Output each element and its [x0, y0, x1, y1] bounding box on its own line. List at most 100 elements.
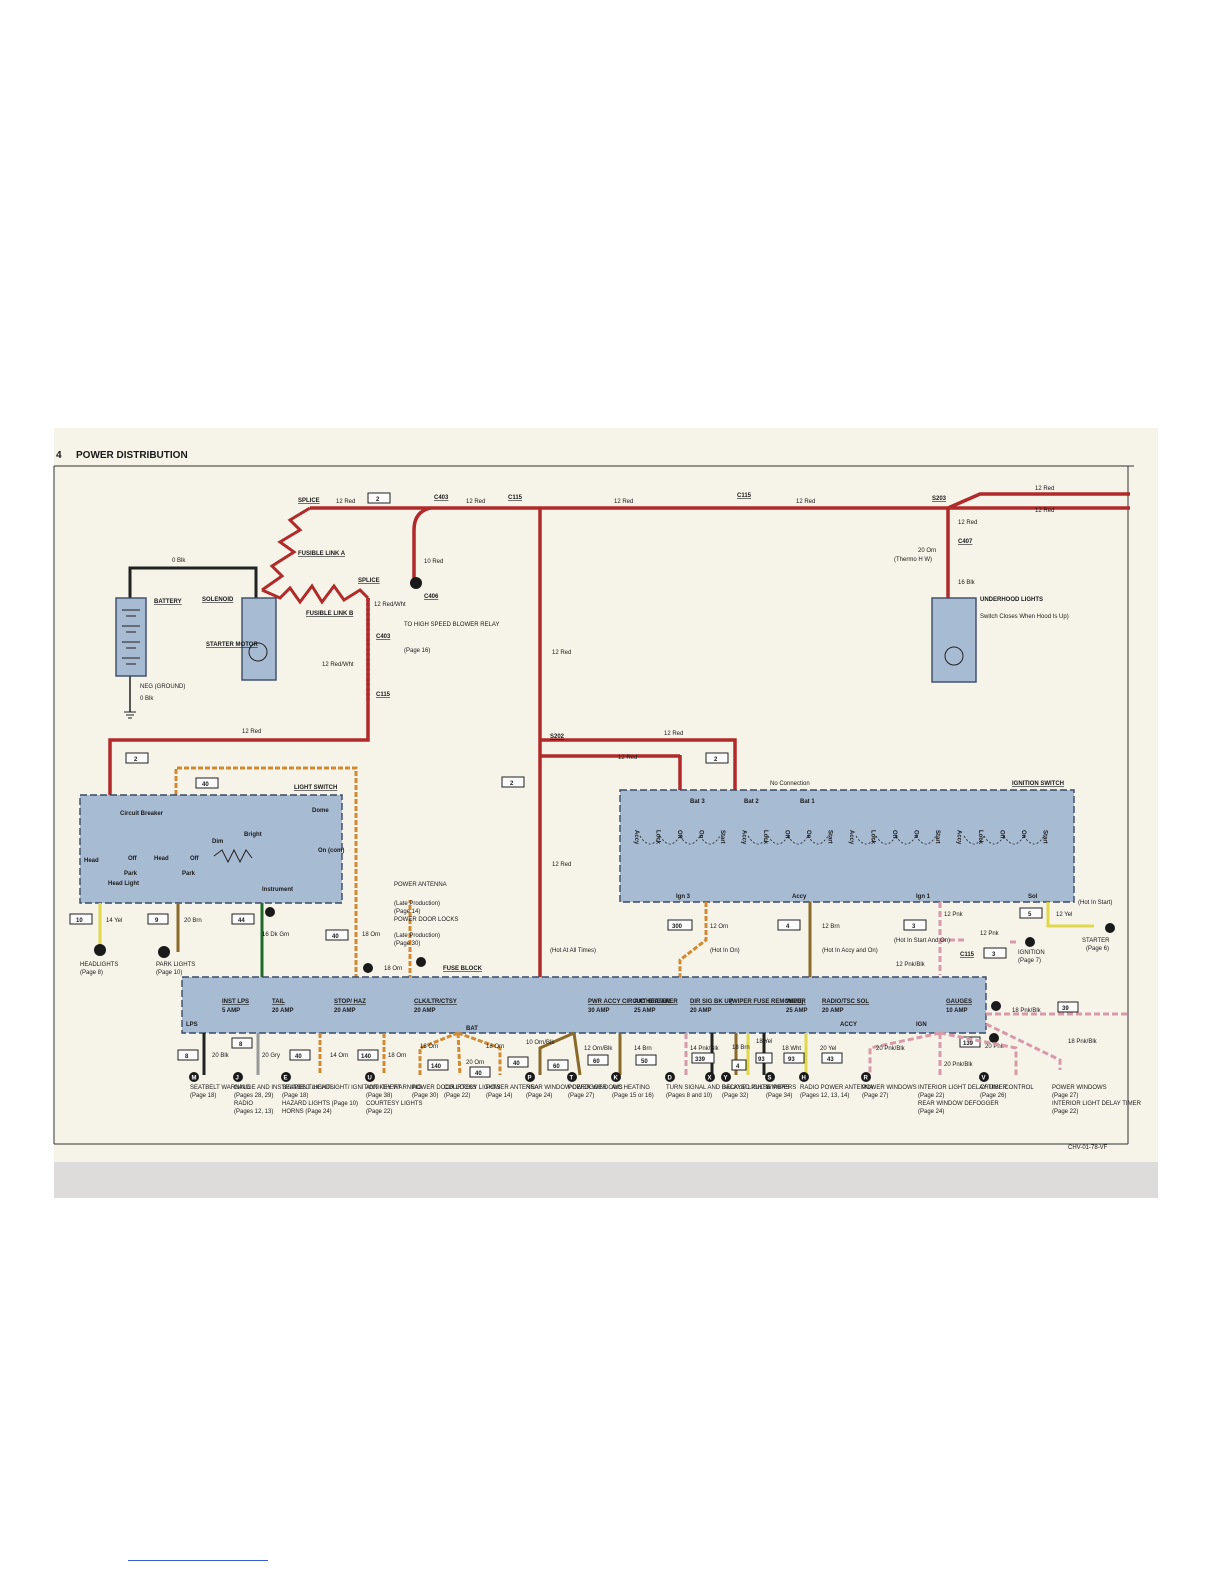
fuse-rating: 5 AMP [222, 1008, 240, 1014]
circuit-8-b-label: 8 [239, 1042, 243, 1048]
circuit-43 [821, 1052, 843, 1064]
wire-18orn-5: 18 Orn [486, 1044, 504, 1050]
output-text: (Page 22) [1052, 1109, 1078, 1115]
circuit-300 [667, 919, 693, 931]
wire-12red-2: 12 Red [466, 499, 485, 505]
circuit-8-b [231, 1037, 253, 1049]
light-switch-block [79, 794, 343, 904]
circuit-60-b [587, 1054, 609, 1066]
wire-20yel: 20 Yel [820, 1046, 836, 1052]
circuit-140-b [427, 1059, 449, 1071]
yellow-wire-starter [1046, 902, 1094, 928]
ign-contact-arc [915, 835, 937, 845]
fuse-rating: 25 AMP [786, 1008, 807, 1014]
output-text: A/C HEATING [612, 1085, 650, 1091]
circuit-40-c-label: 40 [475, 1071, 482, 1077]
fusible-link-b [261, 583, 370, 605]
output-text: COURTESY LIGHTS [366, 1101, 422, 1107]
circuit-4-b-label: 4 [736, 1064, 740, 1070]
output-text: TURN SIGNAL AND BACKUP LIGHTS [666, 1085, 770, 1091]
wire-18brn: 18 Brn [732, 1045, 750, 1051]
ign-contact-arc [855, 835, 877, 845]
output-park-lights-page: (Page 10) [156, 970, 182, 976]
circuit-140-a [357, 1049, 379, 1061]
wire-12pnk: 12 Pnk [944, 912, 964, 918]
circuit-60-a-label: 60 [553, 1064, 560, 1070]
black-wire-battery [128, 566, 258, 598]
output-park-lights: PARK LIGHTS [156, 962, 195, 968]
wire-18orn-3: 18 Orn [388, 1053, 406, 1059]
circuit-60-a [547, 1059, 569, 1071]
connector-l-marker [265, 907, 275, 917]
output-text: (Pages 12, 13, 14) [800, 1093, 849, 1099]
ignition-switch-label: IGNITION SWITCH [1012, 781, 1064, 787]
fusible-link-b-label: FUSIBLE LINK B [306, 611, 354, 617]
ign-contact-arc [963, 835, 985, 845]
connector-c407: C407 [958, 539, 973, 545]
wire-12red-11: 12 Red [618, 755, 637, 761]
fuse-label: DIR SIG BK UP [690, 999, 733, 1005]
ign-position-label: On [698, 830, 704, 839]
output-text: REAR WINDOW DEFOGGER [526, 1085, 607, 1091]
page-code: CHV-01-78-VF [1068, 1145, 1108, 1151]
starter-right-label: STARTER [1082, 938, 1110, 944]
output-letter: D [668, 1076, 673, 1082]
output-text: COURTESY LIGHTS [444, 1085, 500, 1091]
circuit-93-b [783, 1052, 805, 1064]
ign-contact-arc [983, 835, 1005, 845]
output-letter: M [192, 1076, 197, 1082]
circuit-140-b-label: 140 [431, 1064, 442, 1070]
circuit-339-label: 339 [695, 1057, 706, 1063]
output-text: (Page 38) [366, 1093, 392, 1099]
output-letter: Y [724, 1076, 728, 1082]
output-letter: X [708, 1076, 712, 1082]
circuit-10-label: 10 [76, 918, 83, 924]
underhood-label: UNDERHOOD LIGHTS [980, 597, 1043, 603]
wire-drop-bat-fan [418, 1031, 502, 1076]
wire-12yel: 12 Yel [1056, 912, 1072, 918]
wire-12red-5: 12 Red [1035, 486, 1054, 492]
output-text: POWER WINDOWS [568, 1085, 623, 1091]
output-marker [765, 1072, 775, 1082]
output-marker [525, 1072, 535, 1082]
ign-position-label: Accy [741, 830, 747, 845]
output-letter: E [284, 1076, 288, 1082]
output-text: (Pages 12, 13) [234, 1109, 273, 1115]
wire-0blk: 0 Blk [172, 558, 186, 564]
splice-s202: S202 [550, 734, 565, 740]
ign-position-label: Lock [977, 830, 983, 845]
underhood-light-assembly [931, 597, 977, 683]
ls-dome: Dome [312, 808, 329, 814]
circuit-139-label: 139 [963, 1041, 974, 1047]
output-marker [567, 1072, 577, 1082]
orange-wire-dome [174, 766, 358, 980]
ign-contact-arc [699, 835, 721, 845]
starter-right-page: (Page 6) [1086, 946, 1109, 952]
fb-accy: ACCY [840, 1022, 857, 1028]
output-text: (Page 24) [918, 1109, 944, 1115]
ign-position-label: Lock [655, 830, 661, 845]
output-marker [233, 1072, 243, 1082]
rheostat-icon [213, 848, 253, 864]
output-marker [979, 1072, 989, 1082]
red-wire-c406 [412, 506, 431, 580]
note-page-30: (Page 30) [394, 941, 420, 947]
wire-18orn-2: 18 Orn [384, 966, 402, 972]
output-text: POWER WINDOWS [862, 1085, 917, 1091]
wire-18pnkblk-2: 18 Pnk/Blk [1068, 1039, 1098, 1045]
ign-bat2: Bat 2 [744, 799, 759, 805]
fuse-label: (WIPER FUSE REMOVED) [730, 999, 803, 1005]
output-text: POWER ANTENNA [486, 1085, 539, 1091]
note-power-antenna: POWER ANTENNA [394, 882, 447, 888]
connector-n-marker [991, 1001, 1001, 1011]
circuit-39 [1057, 1001, 1079, 1013]
ls-off: Off [128, 856, 138, 862]
ign-contact-arc [747, 835, 769, 845]
wire-18pnkblk: 18 Pnk/Blk [1012, 1008, 1042, 1014]
circuit-40-b [289, 1049, 311, 1061]
wire-14yel: 14 Yel [106, 918, 122, 924]
circuit-2-left [125, 752, 149, 764]
output-letter: R [864, 1076, 869, 1082]
